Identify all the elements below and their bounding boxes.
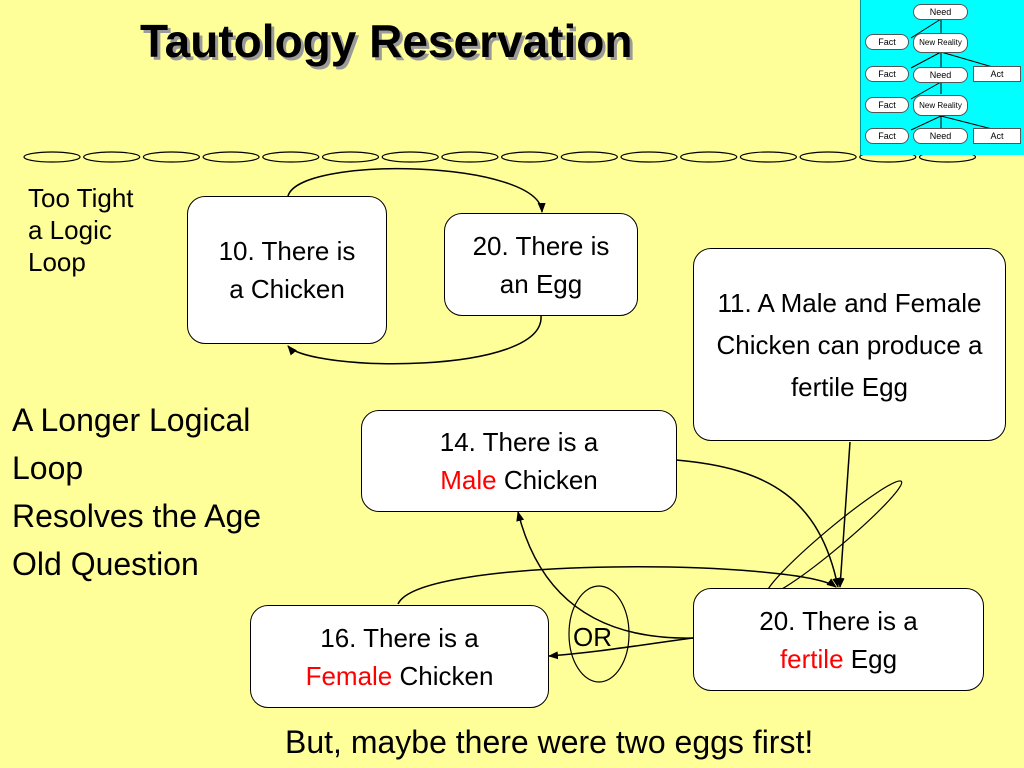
node-male-highlight: Male xyxy=(440,465,497,495)
footer-text: But, maybe there were two eggs first! xyxy=(285,724,814,760)
node-fertile-prefix: 20. There is a xyxy=(759,605,918,636)
longer-loop-line-1: A Longer Logical xyxy=(12,402,251,438)
node-fertile-egg: 20. There is a fertile Egg xyxy=(693,588,984,691)
arrow-chicken-to-egg xyxy=(287,168,546,213)
chain-divider xyxy=(23,151,977,163)
thumb-fact-4: Fact xyxy=(865,128,909,144)
thumb-new-reality-2: New Reality xyxy=(913,95,968,116)
node-male-suffix: Chicken xyxy=(503,465,598,495)
node-female-suffix: Chicken xyxy=(399,660,494,691)
chain-link xyxy=(381,151,439,163)
tight-loop-line-3: Loop xyxy=(28,247,86,277)
thumb-fact-3: Fact xyxy=(865,97,909,113)
longer-loop-note: A Longer Logical Loop Resolves the Age O… xyxy=(12,396,261,588)
node-fertile-suffix: Egg xyxy=(850,643,898,674)
thumb-need-4: Need xyxy=(913,128,968,144)
node-female-highlight: Female xyxy=(305,660,393,691)
node-egg-label: 20. There is an Egg xyxy=(472,230,610,299)
longer-loop-line-3: Resolves the Age xyxy=(12,498,262,534)
node-chicken: 10. There is a Chicken xyxy=(187,196,387,344)
chain-link xyxy=(441,151,499,163)
chain-link xyxy=(560,151,618,163)
node-egg: 20. There is an Egg xyxy=(444,213,638,316)
or-label: OR xyxy=(573,622,612,652)
arrow-11-to-fertile-egg xyxy=(836,441,851,588)
chain-link xyxy=(142,151,200,163)
node-male-female-label: 11. A Male and Female Chicken can produc… xyxy=(716,287,983,402)
chain-link xyxy=(620,151,678,163)
node-male-chicken: 14. There is a Male Chicken xyxy=(361,410,677,512)
longer-loop-line-2: Loop xyxy=(12,450,84,486)
tight-loop-line-2: a Logic xyxy=(28,215,112,245)
chain-link xyxy=(202,151,260,163)
chain-link xyxy=(83,151,141,163)
longer-loop-line-4: Old Question xyxy=(12,546,199,582)
chain-link xyxy=(500,151,559,163)
chain-link xyxy=(799,151,857,163)
chain-link xyxy=(321,151,380,163)
thumb-act-4: Act xyxy=(973,128,1021,144)
chain-link xyxy=(680,151,738,163)
combine-ellipse xyxy=(765,480,903,596)
node-female-chicken: 16. There is a Female Chicken xyxy=(250,605,549,708)
node-fertile-highlight: fertile xyxy=(779,643,844,674)
node-male-female-fertile: 11. A Male and Female Chicken can produc… xyxy=(693,248,1006,441)
tight-loop-note: Too Tight a Logic Loop xyxy=(28,182,134,278)
arrow-egg-to-chicken xyxy=(287,315,542,365)
arrow-male-to-fertile-egg xyxy=(675,459,841,588)
arrow-female-to-fertile-egg xyxy=(397,566,837,605)
node-male-prefix: 14. There is a xyxy=(439,427,599,457)
chain-link xyxy=(23,151,81,163)
chain-link xyxy=(262,151,320,163)
thumb-need-2: Need xyxy=(913,67,968,83)
thumb-new-reality-1: New Reality xyxy=(913,33,968,53)
arrow-fertile-egg-to-male xyxy=(516,511,694,639)
thumb-need-top: Need xyxy=(913,4,968,20)
or-ellipse xyxy=(568,585,630,683)
node-female-prefix: 16. There is a xyxy=(320,622,479,653)
thumb-fact-1: Fact xyxy=(865,34,909,50)
slide-title: Tautology Reservation xyxy=(140,15,633,67)
thumbnail-diagram: Need Fact New Reality Fact Need Act Fact… xyxy=(860,0,1024,155)
thumb-act-2: Act xyxy=(973,66,1021,82)
chain-link xyxy=(739,151,798,163)
thumb-fact-2: Fact xyxy=(865,66,909,82)
node-chicken-label: 10. There is a Chicken xyxy=(218,236,356,304)
arrow-fertile-egg-to-female xyxy=(548,637,694,660)
tight-loop-line-1: Too Tight xyxy=(28,183,134,213)
